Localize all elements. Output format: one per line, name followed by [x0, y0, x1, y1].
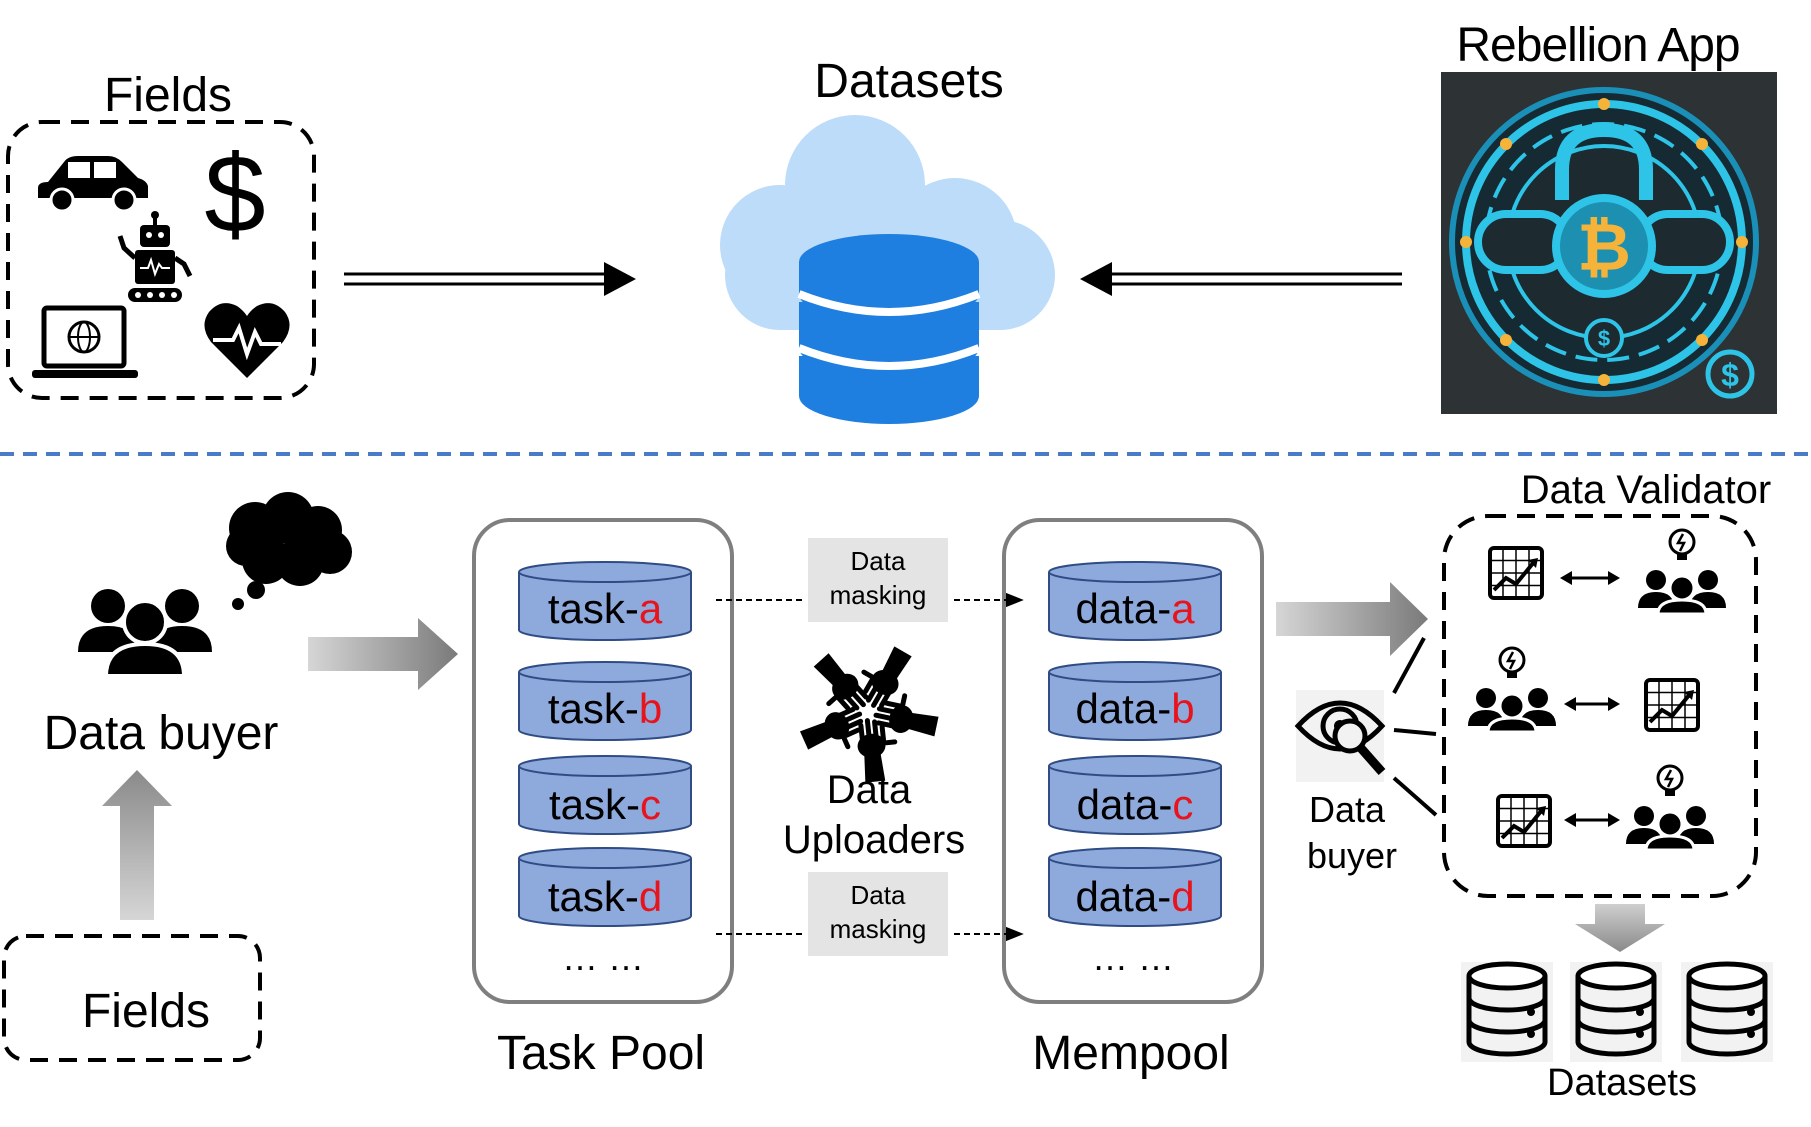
validator-people-icon-1	[1638, 528, 1726, 616]
data-d-label: data-d	[1075, 873, 1195, 920]
chart-icon-2	[1644, 678, 1700, 732]
fields-label-bottom: Fields	[81, 985, 211, 1038]
arrow-mempool-to-validator	[1276, 582, 1428, 656]
fields-title-top: Fields	[103, 69, 233, 122]
validator-people-icon-3	[1626, 764, 1714, 852]
task-cylinder-d	[518, 847, 692, 927]
cloud-database-icon	[720, 115, 1055, 424]
task-cylinder-a	[518, 561, 692, 641]
heart-pulse-icon	[204, 303, 290, 378]
data-cylinder-c	[1048, 755, 1222, 835]
thought-cloud-icon	[226, 492, 352, 610]
rebellion-app-icon: ₿ $ $	[1441, 72, 1777, 414]
validator-people-icon-2	[1468, 646, 1556, 734]
task-d-label: task-d	[547, 873, 663, 920]
hands-circle-icon	[799, 646, 939, 783]
svg-text:₿: ₿	[1577, 209, 1631, 286]
task-pool-label: Task Pool	[496, 1027, 706, 1080]
double-arrow-3	[1564, 813, 1620, 827]
arrow-fields-to-datasets	[344, 262, 636, 296]
fields-box-top	[6, 120, 316, 400]
validator-box	[1442, 514, 1758, 898]
data-more: … …	[1091, 937, 1175, 978]
robot-icon	[117, 211, 193, 302]
svg-text:$: $	[1598, 326, 1610, 351]
task-cylinder-b	[518, 661, 692, 741]
eye-magnifier-icon	[1294, 690, 1386, 782]
double-arrow-1	[1560, 571, 1620, 585]
car-icon	[38, 156, 148, 213]
arrow-fields-to-buyer	[102, 770, 172, 920]
data-cylinder-b	[1048, 661, 1222, 741]
task-more: … …	[561, 937, 645, 978]
arrow-validator-to-datasets	[1575, 904, 1665, 952]
fields-box-bottom	[2, 934, 262, 1062]
datasets-label-bottom: Datasets	[1547, 1062, 1697, 1104]
mempool-label: Mempool	[1032, 1027, 1230, 1080]
data-buyer-label: Data buyer	[43, 707, 279, 760]
svg-text:$: $	[1721, 357, 1739, 393]
chart-icon-3	[1496, 794, 1552, 848]
arrow-app-to-datasets	[1080, 262, 1402, 296]
data-validator-label: Data Validator	[1520, 468, 1772, 512]
task-pool-container	[472, 518, 734, 1004]
dataset-db-icon-1	[1461, 961, 1553, 1062]
task-c-label: task-c	[548, 781, 661, 828]
data-buyer-group-icon	[78, 589, 212, 678]
data-uploaders-line2: Uploaders	[782, 818, 966, 862]
chart-icon-1	[1488, 546, 1544, 600]
link-buyer-to-validator-2	[1393, 728, 1437, 736]
dollar-icon: $	[204, 133, 265, 256]
arrow-buyer-to-taskpool	[308, 618, 458, 690]
task-a-label: task-a	[547, 585, 663, 632]
task-b-label: task-b	[547, 685, 663, 732]
double-arrow-2	[1564, 697, 1620, 711]
datasets-title-top: Datasets	[814, 55, 1004, 108]
data-uploaders-line1: Data	[826, 768, 912, 812]
dataset-db-icon-3	[1681, 961, 1773, 1062]
data-buyer2-line1: Data	[1308, 789, 1386, 830]
link-buyer-to-validator-1	[1392, 637, 1426, 694]
data-b-label: data-b	[1075, 685, 1195, 732]
link-buyer-to-validator-3	[1392, 776, 1438, 817]
data-cylinder-a	[1048, 561, 1222, 641]
data-cylinder-d	[1048, 847, 1222, 927]
laptop-globe-icon	[32, 305, 138, 378]
task-cylinder-c	[518, 755, 692, 835]
data-c-label: data-c	[1076, 781, 1194, 828]
dataset-db-icon-2	[1570, 961, 1662, 1062]
mempool-container	[1002, 518, 1264, 1004]
data-buyer2-line2: buyer	[1306, 835, 1398, 876]
data-a-label: data-a	[1075, 585, 1195, 632]
rebellion-app-title: Rebellion App	[1456, 19, 1740, 72]
